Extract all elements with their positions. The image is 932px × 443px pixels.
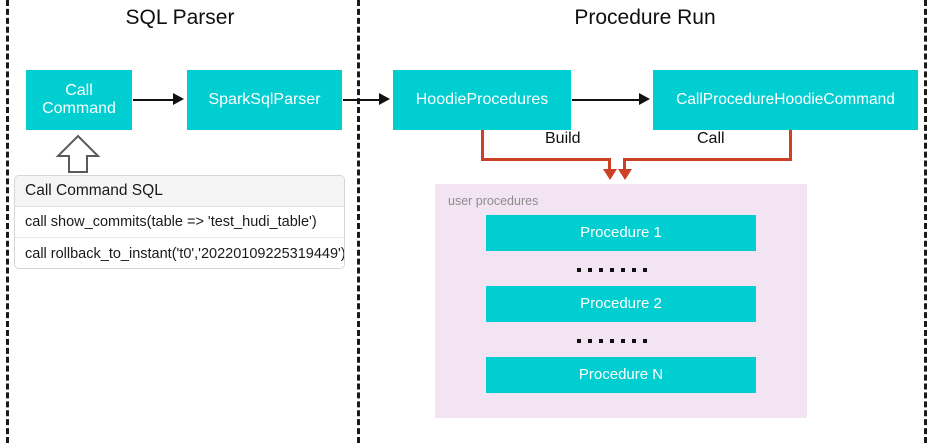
sql-table-row: call rollback_to_instant('t0','202201092… [15, 238, 344, 268]
user-procedure-item[interactable]: Procedure N [486, 357, 756, 393]
user-procedure-item-label: Procedure 1 [580, 224, 662, 242]
section-title-sql-parser: SQL Parser [125, 6, 235, 29]
divider-right [924, 0, 927, 443]
node-call-procedure-hoodie-command-label: CallProcedureHoodieCommand [676, 91, 895, 109]
arrow-hoodie-to-callproc-line [572, 99, 640, 101]
arrow-call-command-to-spark-line [133, 99, 175, 101]
section-title-procedure-run: Procedure Run [574, 6, 716, 29]
build-connector-arrowhead [603, 169, 617, 180]
ellipsis-separator [577, 339, 647, 343]
divider-left [6, 0, 9, 443]
arrow-spark-to-hoodie-line [343, 99, 381, 101]
arrow-call-command-to-spark-head [173, 93, 184, 105]
node-call-procedure-hoodie-command[interactable]: CallProcedureHoodieCommand [653, 70, 918, 130]
divider-center [357, 0, 360, 443]
arrow-hoodie-to-callproc-head [639, 93, 650, 105]
call-connector-vertical-end [623, 158, 626, 171]
edge-label-build: Build [545, 130, 581, 147]
call-connector-horizontal [623, 158, 792, 161]
node-spark-sql-parser[interactable]: SparkSqlParser [187, 70, 342, 130]
node-call-command-label: Call Command [42, 82, 116, 119]
user-procedure-item[interactable]: Procedure 1 [486, 215, 756, 251]
user-procedures-panel-label: user procedures [448, 194, 539, 208]
build-connector-vertical-end [608, 158, 611, 171]
user-procedure-item[interactable]: Procedure 2 [486, 286, 756, 322]
node-call-command-label-line2: Command [42, 100, 116, 117]
user-procedure-item-label: Procedure N [578, 366, 664, 384]
call-command-sql-table: Call Command SQL call show_commits(table… [14, 175, 345, 269]
sql-table-row: call show_commits(table => 'test_hudi_ta… [15, 207, 344, 238]
arrow-spark-to-hoodie-head [379, 93, 390, 105]
user-procedure-item-label: Procedure 2 [580, 295, 662, 313]
block-arrow-up-icon [55, 134, 101, 174]
node-hoodie-procedures[interactable]: HoodieProcedures [393, 70, 571, 130]
node-call-command[interactable]: Call Command [26, 70, 132, 130]
node-call-command-label-line1: Call [65, 81, 93, 99]
edge-label-call: Call [697, 130, 725, 147]
node-spark-sql-parser-label: SparkSqlParser [208, 90, 321, 108]
call-connector-vertical-start [789, 130, 792, 160]
build-connector-vertical-start [481, 130, 484, 160]
call-connector-arrowhead [618, 169, 632, 180]
ellipsis-separator [577, 268, 647, 272]
sql-table-header: Call Command SQL [15, 176, 344, 207]
build-connector-horizontal [481, 158, 611, 161]
node-hoodie-procedures-label: HoodieProcedures [415, 90, 549, 108]
